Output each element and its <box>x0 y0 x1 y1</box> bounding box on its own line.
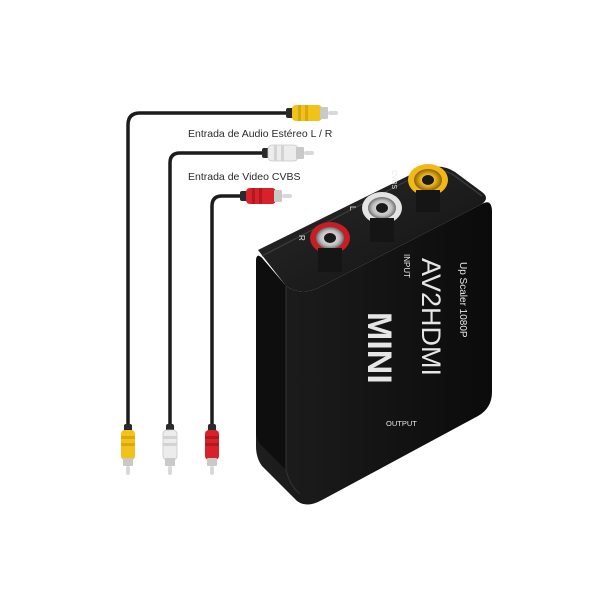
red-input-port <box>310 222 350 272</box>
port-label-r: R <box>297 235 306 241</box>
model-text: AV2HDMI <box>416 258 446 376</box>
input-label: INPUT <box>402 254 411 278</box>
subtitle-text: Up Scaler 1080P <box>457 262 468 338</box>
white-rca-plug-top <box>262 144 314 162</box>
output-label: OUTPUT <box>386 419 417 428</box>
white-input-port <box>362 192 402 242</box>
cable-wires <box>126 111 292 430</box>
red-rca-plug-top <box>240 188 292 204</box>
red-rca-plug-bottom <box>205 424 219 475</box>
yellow-rca-plug-top <box>286 105 338 121</box>
box-bevel <box>256 255 286 470</box>
video-input-label: Entrada de Video CVBS <box>188 171 300 183</box>
yellow-rca-plug-bottom <box>121 424 135 475</box>
mini-brand-text: MINI <box>360 312 398 384</box>
white-cable-wire <box>168 151 270 430</box>
converter-box: R L CVBS INPUT MINI AV2HDMI Up Scaler 10… <box>256 164 492 505</box>
box-front-face <box>256 202 492 505</box>
port-label-cvbs: CVBS <box>390 170 397 189</box>
yellow-input-port <box>408 164 448 212</box>
port-label-l: L <box>348 206 357 211</box>
white-rca-plug-bottom <box>162 424 178 475</box>
red-cable-wire <box>210 194 248 430</box>
yellow-cable-wire <box>126 111 292 430</box>
audio-input-label: Entrada de Audio Estéreo L / R <box>188 128 333 140</box>
